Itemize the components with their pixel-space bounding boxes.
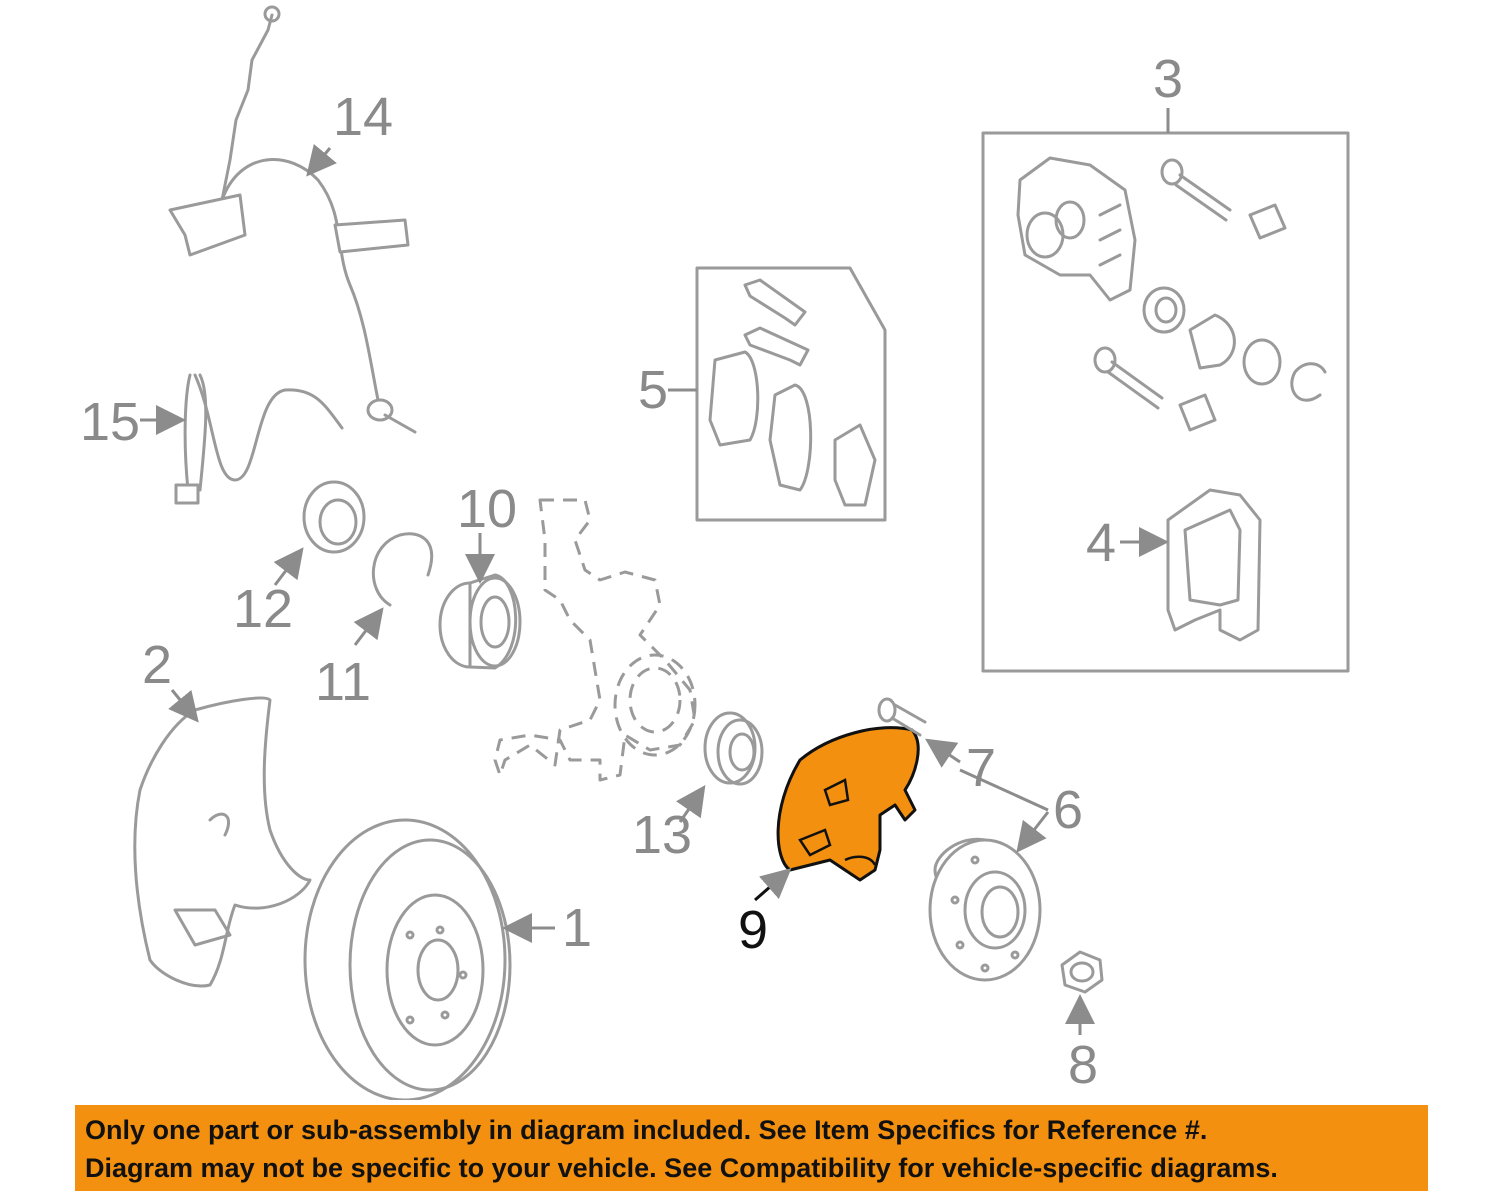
part-3-caliper-kit — [981, 131, 1350, 673]
part-14-abs-sensor — [168, 5, 417, 434]
part-2-dust-shield — [133, 696, 312, 988]
notice-line-2: Diagram may not be specific to your vehi… — [85, 1153, 1278, 1183]
part-9-dust-cover-highlighted — [776, 726, 920, 882]
part-15-brake-hose — [174, 373, 344, 505]
callout-3: 3 — [1153, 49, 1183, 109]
callout-10: 10 — [457, 479, 517, 539]
part-7-hub-bolt — [877, 697, 927, 737]
part-4-caliper-bracket — [1166, 488, 1262, 642]
callout-15: 15 — [80, 392, 140, 452]
part-13-seal — [703, 711, 764, 786]
callout-8: 8 — [1068, 1035, 1098, 1095]
callout-6: 6 — [1053, 780, 1083, 840]
callout-14: 14 — [333, 87, 393, 147]
part-12-seal — [302, 480, 366, 554]
steering-knuckle-reference — [493, 498, 697, 782]
callout-5: 5 — [638, 360, 668, 420]
callout-2: 2 — [142, 635, 172, 695]
callout-1: 1 — [562, 898, 592, 958]
part-5-pad-kit — [695, 266, 887, 522]
part-8-hub-nut — [1060, 950, 1104, 994]
part-11-snap-ring — [371, 532, 434, 607]
callout-11: 11 — [315, 652, 371, 712]
callout-9: 9 — [738, 900, 768, 960]
callout-13: 13 — [632, 805, 692, 865]
part-6-hub — [928, 837, 1042, 982]
notice-banner: Only one part or sub-assembly in diagram… — [75, 1105, 1428, 1191]
callout-4: 4 — [1086, 513, 1116, 573]
part-10-bearing — [438, 573, 522, 670]
part-1-rotor — [303, 818, 512, 1100]
brake-assembly-diagram: 14 15 12 11 10 2 1 5 3 4 7 6 13 8 9 — [80, 5, 1350, 1100]
notice-line-1: Only one part or sub-assembly in diagram… — [85, 1115, 1208, 1145]
callout-12: 12 — [233, 579, 293, 639]
callout-7: 7 — [966, 738, 996, 798]
